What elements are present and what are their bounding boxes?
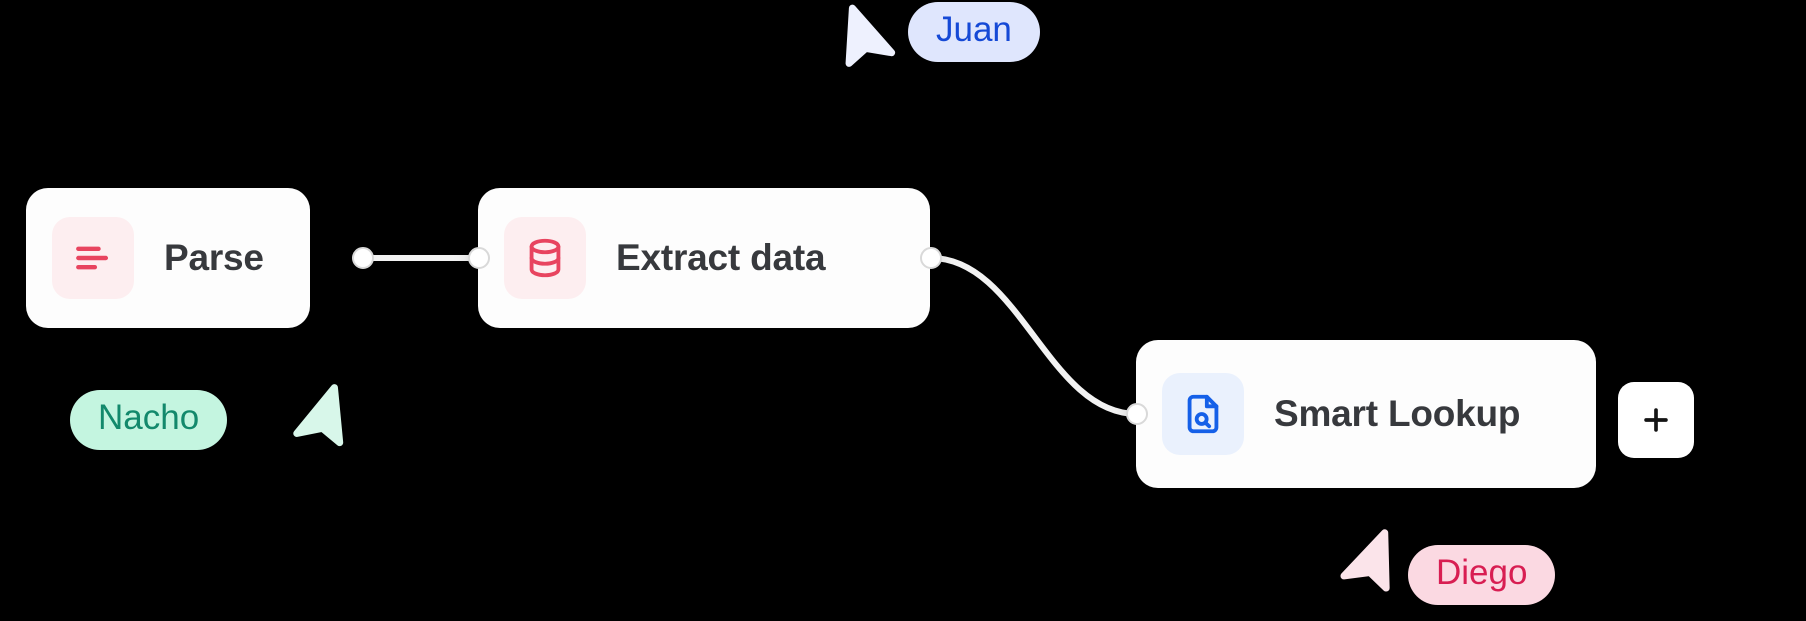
align-left-icon — [52, 217, 134, 299]
collaborator-label-nacho: Nacho — [70, 390, 228, 450]
plus-icon — [1644, 408, 1668, 432]
cursor-pointer-diego — [1340, 529, 1390, 592]
port-parse-output[interactable] — [352, 247, 374, 269]
node-extract-data[interactable]: Extract data — [478, 188, 930, 328]
node-label: Parse — [164, 237, 264, 278]
document-search-icon — [1162, 373, 1244, 455]
port-extract-data-input[interactable] — [468, 247, 490, 269]
node-label: Smart Lookup — [1274, 393, 1521, 434]
port-extract-data-output[interactable] — [920, 247, 942, 269]
collaborator-label-diego: Diego — [1408, 545, 1556, 605]
add-node-button[interactable] — [1618, 382, 1694, 458]
cursor-pointer-juan — [845, 4, 896, 67]
node-label: Extract data — [616, 237, 826, 278]
node-parse[interactable]: Parse — [26, 188, 310, 328]
cursor-pointer-nacho — [293, 384, 344, 447]
node-smart-lookup[interactable]: Smart Lookup — [1136, 340, 1596, 488]
database-icon — [504, 217, 586, 299]
collaborator-label-juan: Juan — [908, 2, 1040, 62]
port-smart-lookup-input[interactable] — [1126, 403, 1148, 425]
edge-extract-data-to-smart-lookup — [928, 255, 1140, 417]
